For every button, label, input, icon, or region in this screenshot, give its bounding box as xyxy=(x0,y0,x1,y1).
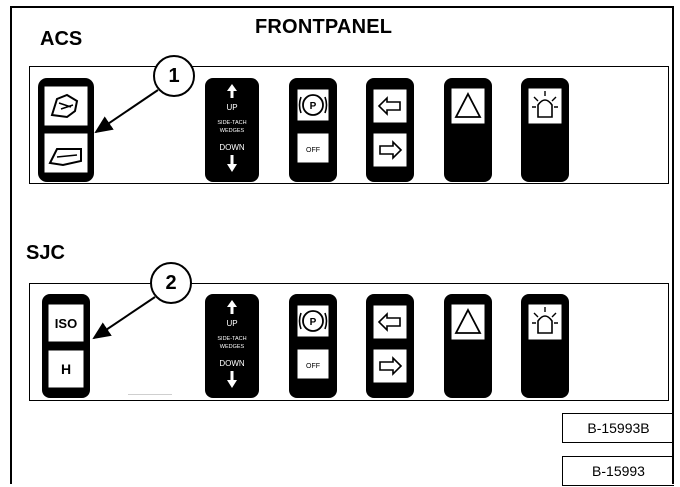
diagram-frame xyxy=(10,6,674,484)
sjc-label: SJC xyxy=(26,242,65,264)
acs-label: ACS xyxy=(40,28,83,50)
sjc-rocker-sidetach-text: SIDE-TACH xyxy=(217,336,246,342)
sjc-rocker-up-text: UP xyxy=(226,319,237,328)
sjc-beacon-switch xyxy=(521,294,569,398)
acs-beacon-switch xyxy=(521,78,569,182)
rocker-sidetach-text: SIDE-TACH xyxy=(217,120,246,126)
rocker-down-text: DOWN xyxy=(219,143,245,152)
code-b15993: B-15993 xyxy=(562,456,674,486)
acs-hazard-switch xyxy=(444,78,492,182)
diagram-title: FRONTPANEL xyxy=(255,16,393,38)
divider-line xyxy=(128,394,172,395)
callout-2: 2 xyxy=(150,262,192,304)
sjc-hazard-switch xyxy=(444,294,492,398)
code-b15993b: B-15993B xyxy=(562,413,674,443)
rocker-up-text: UP xyxy=(226,103,237,112)
acs-pictogram-switch xyxy=(38,78,94,182)
rocker-wedges-text: WEDGES xyxy=(220,128,245,134)
sjc-rocker-down-text: DOWN xyxy=(219,359,245,368)
sjc-updown-rocker: UP SIDE-TACH WEDGES DOWN xyxy=(205,294,259,398)
acs-left-right-switch xyxy=(366,78,414,182)
acs-off-label: OFF xyxy=(306,147,320,154)
sjc-iso-h-switch: ISO H xyxy=(42,294,90,398)
sjc-parking-p-symbol: P xyxy=(310,317,317,328)
sjc-off-label: OFF xyxy=(306,363,320,370)
acs-front-panel xyxy=(29,66,669,184)
sjc-parking-brake-switch: P OFF xyxy=(289,294,337,398)
sjc-rocker-wedges-text: WEDGES xyxy=(220,344,245,350)
parking-p-symbol: P xyxy=(310,101,317,112)
sjc-left-right-switch xyxy=(366,294,414,398)
iso-label: ISO xyxy=(55,316,77,331)
callout-1: 1 xyxy=(153,55,195,97)
h-label: H xyxy=(61,361,71,377)
acs-parking-brake-switch: P OFF xyxy=(289,78,337,182)
acs-updown-rocker: UP SIDE-TACH WEDGES DOWN xyxy=(205,78,259,182)
sjc-front-panel xyxy=(29,283,669,401)
